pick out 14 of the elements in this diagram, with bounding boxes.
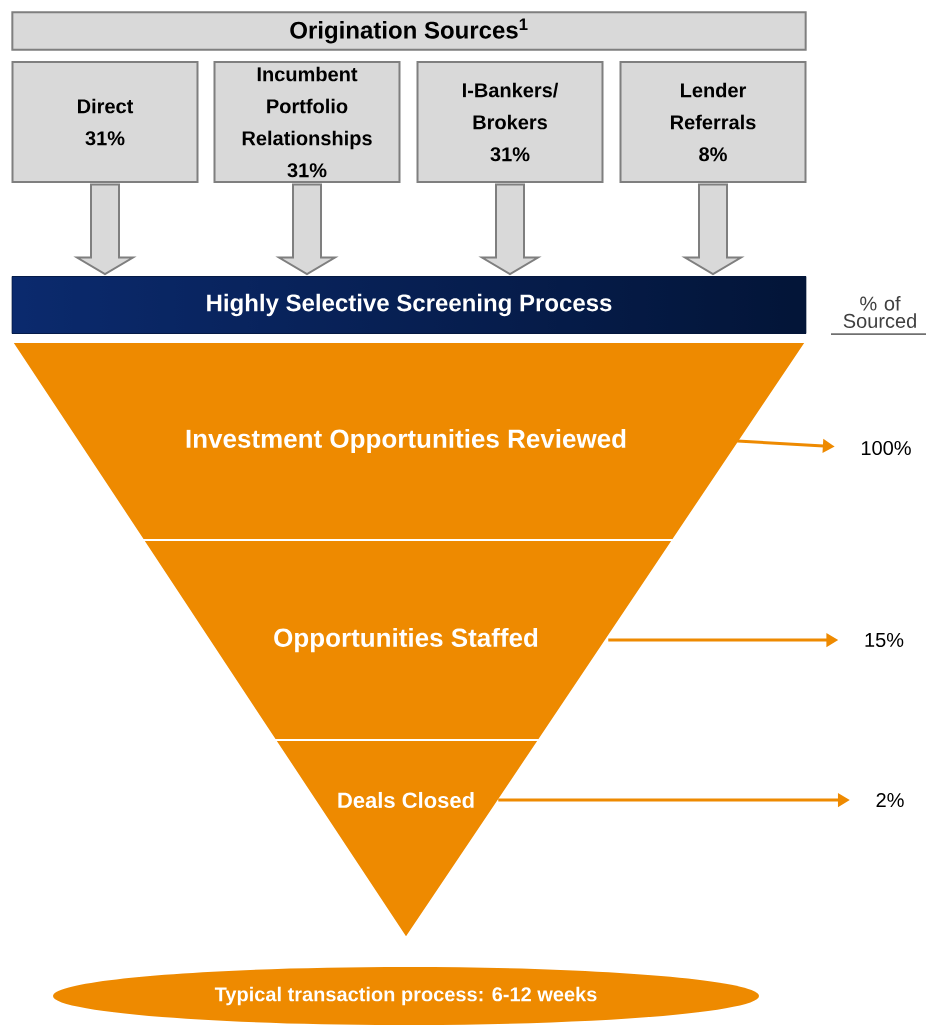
block-arrow (681, 183, 745, 276)
source-box: I-Bankers/ Brokers 31% (416, 61, 604, 183)
block-arrow (73, 183, 137, 276)
block-arrow (478, 183, 542, 276)
block-arrow (275, 183, 339, 276)
percentage-value: 2% (876, 792, 904, 808)
source-box: Incumbent Portfolio Relationships 31% (213, 61, 401, 183)
percentage-value: 100% (861, 440, 911, 456)
source-box: Direct 31% (11, 61, 199, 183)
percentage-value: 15% (865, 633, 904, 648)
source-box: Lender Referrals 8% (619, 61, 807, 183)
column-header: % of Sourced (830, 296, 926, 335)
header-box: Origination Sources$^{1}$ (11, 11, 807, 51)
title-band: Highly Selective Screening Process (11, 276, 807, 334)
